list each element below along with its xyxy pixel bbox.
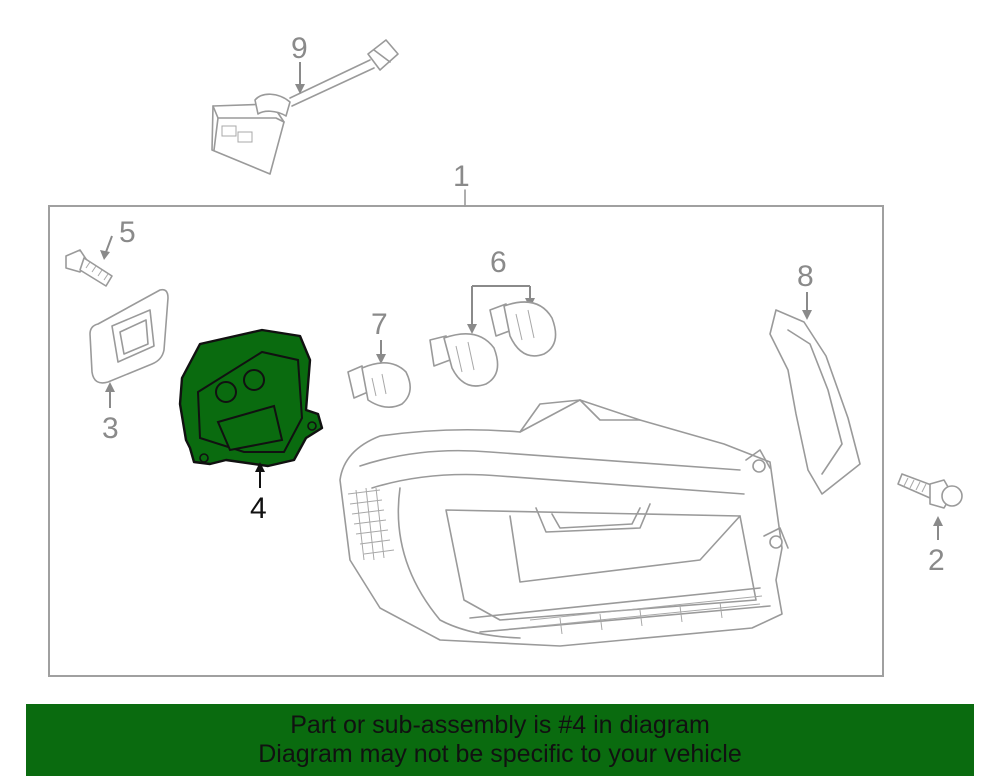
callout-2[interactable]: 2 [928, 544, 945, 577]
callout-1[interactable]: 1 [453, 160, 470, 193]
assembly-frame [48, 205, 884, 677]
banner-line-1: Part or sub-assembly is #4 in diagram [290, 711, 710, 739]
callout-6[interactable]: 6 [490, 246, 507, 279]
parts-diagram: 1 9 5 3 4 [48, 32, 963, 677]
part-7-bulb[interactable] [347, 362, 411, 408]
part-9-wiring-harness[interactable] [211, 39, 399, 175]
banner-line-2: Diagram may not be specific to your vehi… [258, 740, 742, 768]
callout-8[interactable]: 8 [797, 260, 814, 293]
part-3-gasket[interactable] [89, 288, 169, 384]
part-6-bulb-left[interactable] [429, 332, 499, 387]
part-2-screw[interactable] [897, 473, 963, 509]
callout-4[interactable]: 4 [250, 492, 267, 525]
part-1-tail-lamp[interactable] [339, 399, 789, 647]
part-5-screw[interactable] [65, 249, 113, 287]
part-4-bulb-carrier[interactable] [178, 328, 324, 468]
callout-5[interactable]: 5 [119, 216, 136, 249]
part-6-bulb-right[interactable] [489, 301, 557, 357]
info-banner: Part or sub-assembly is #4 in diagram Di… [26, 704, 974, 776]
callout-3[interactable]: 3 [102, 412, 119, 445]
callout-9[interactable]: 9 [291, 32, 308, 65]
part-8-trim-strip[interactable] [769, 309, 861, 495]
callout-7[interactable]: 7 [371, 308, 388, 341]
